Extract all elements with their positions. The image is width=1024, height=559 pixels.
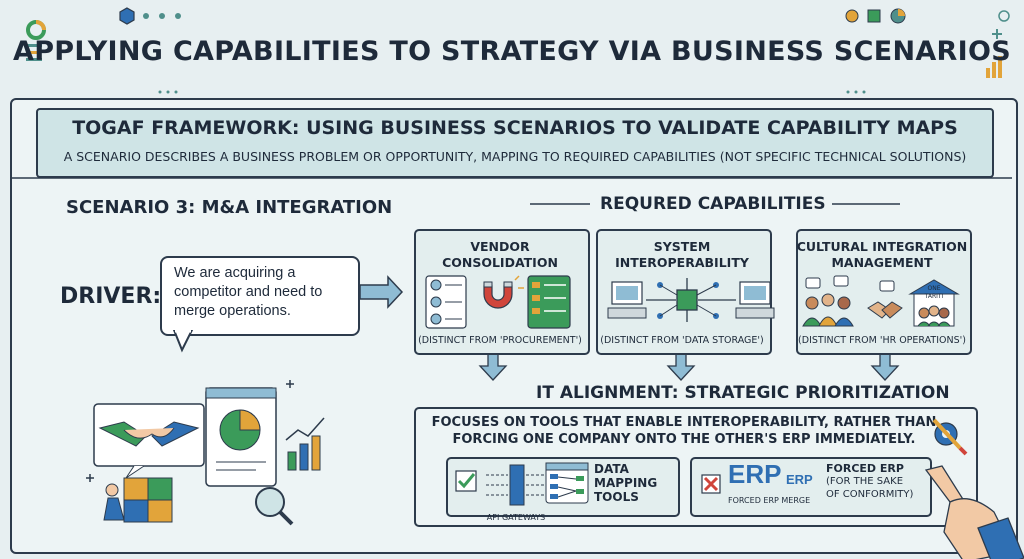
capability-title-line2: INTEROPERABILITY xyxy=(615,255,749,270)
down-arrow xyxy=(666,353,696,381)
network-hub-icon xyxy=(646,278,736,322)
circle-icon xyxy=(998,10,1010,22)
gear-wrench-icon xyxy=(932,418,968,456)
building-people-icon xyxy=(908,279,960,327)
scenario-title: SCENARIO 3: M&A INTEGRATION xyxy=(66,197,393,218)
check-icon xyxy=(455,470,477,492)
required-capabilities-heading: REQURED CAPABILITIES xyxy=(594,194,832,214)
person-icon xyxy=(103,483,125,521)
driver-label: DRIVER: xyxy=(60,284,162,309)
pointing-hand-icon xyxy=(924,465,1024,559)
banner-title: TOGAF FRAMEWORK: USING BUSINESS SCENARIO… xyxy=(72,117,958,139)
capability-title-line1: CULTURAL INTEGRATION xyxy=(796,239,968,254)
driver-arrow xyxy=(359,275,404,309)
it-alignment-heading: IT ALIGNMENT: STRATEGIC PRIORITIZATION xyxy=(536,383,950,403)
handshake-screen-icon xyxy=(93,403,205,479)
building-sign-line1: ONE xyxy=(927,285,941,292)
pie-icon xyxy=(890,8,906,24)
down-arrow xyxy=(478,353,508,381)
donut-chart-icon xyxy=(26,20,46,40)
forced-erp-label-line2: (FOR THE SAKE xyxy=(826,476,904,487)
magnet-icon xyxy=(483,275,524,309)
square-icon xyxy=(867,9,881,23)
hexagon-icon xyxy=(119,7,135,25)
list-lines-icon xyxy=(26,44,42,61)
sparkle-icon xyxy=(86,380,294,482)
capability-note: (DISTINCT FROM 'HR OPERATIONS') xyxy=(798,335,966,346)
erp-logo-large: ERP xyxy=(728,459,782,489)
team-people-icon xyxy=(802,275,854,327)
forced-erp-illustration xyxy=(701,474,721,494)
erp-logo-small: ERP xyxy=(786,472,813,487)
computer-icon xyxy=(607,281,647,319)
forced-erp-label-line3: OF CONFORMITY) xyxy=(826,489,914,500)
driver-speech-bubble xyxy=(160,256,360,336)
header-decorations xyxy=(26,7,1010,94)
data-mapping-icon xyxy=(545,462,589,504)
x-mark-icon xyxy=(701,474,721,494)
dot-icon xyxy=(845,9,859,23)
it-alignment-text-line1: FOCUSES ON TOOLS THAT ENABLE INTEROPERAB… xyxy=(431,415,937,430)
api-gateways-caption: API GATEWAYS xyxy=(486,513,546,522)
capability-note: (DISTINCT FROM 'DATA STORAGE') xyxy=(600,335,764,346)
bar-chart-icon xyxy=(986,56,1002,78)
building-sign-line2: TARITI xyxy=(924,293,944,300)
handshake-icon xyxy=(867,280,903,319)
it-alignment-text-line2: FORCING ONE COMPANY ONTO THE OTHER'S ERP… xyxy=(452,432,916,447)
magnifier-icon xyxy=(255,487,294,526)
togaf-banner xyxy=(36,108,994,178)
vendor-list-icon xyxy=(425,275,467,329)
consolidated-list-icon xyxy=(527,275,571,329)
forced-erp-caption: FORCED ERP MERGE xyxy=(728,496,811,505)
data-mapping-label-line3: TOOLS xyxy=(594,490,639,504)
data-mapping-label-line2: MAPPING xyxy=(594,476,658,490)
forced-erp-label-line1: FORCED ERP xyxy=(826,462,904,475)
banner-subtitle: A SCENARIO DESCRIBES A BUSINESS PROBLEM … xyxy=(63,149,967,164)
right-illustrations xyxy=(924,418,1024,559)
browser-window-icon xyxy=(205,387,277,487)
gateway-icon xyxy=(486,464,544,506)
capability-title-line2: MANAGEMENT xyxy=(831,255,933,270)
plus-icon xyxy=(992,29,1002,39)
capability-title-line2: CONSOLIDATION xyxy=(442,255,558,270)
capability-title-line1: SYSTEM xyxy=(653,239,711,254)
puzzle-icon xyxy=(123,477,173,523)
capability-note: (DISTINCT FROM 'PROCUREMENT') xyxy=(418,335,582,346)
down-arrow xyxy=(870,353,900,381)
forced-erp-box xyxy=(690,457,932,517)
capability-title-line1: VENDOR xyxy=(470,239,530,254)
bar-chart-icon xyxy=(285,417,325,471)
page-title: APPLYING CAPABILITIES TO STRATEGY VIA BU… xyxy=(13,36,1011,67)
computer-icon xyxy=(735,281,775,319)
dot-icon xyxy=(143,13,149,19)
driver-text: We are acquiring a competitor and need t… xyxy=(174,265,323,319)
data-mapping-label-line1: DATA xyxy=(594,462,629,476)
api-gateway-illustration xyxy=(455,462,589,506)
merger-illustration xyxy=(86,380,325,526)
speech-bubble-tail xyxy=(172,330,194,353)
